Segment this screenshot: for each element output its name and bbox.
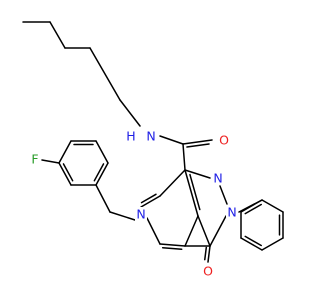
phenyl-bond-4 [240,237,263,251]
fused-bond [197,215,211,247]
fluorophenyl-bond-5 [95,140,109,164]
core-bond-6-inner [189,173,201,211]
atom-n-pyrazole-top: N [212,171,224,186]
fluorophenyl-bond-6 [95,162,109,186]
atom-o-carbonyl: O [202,264,214,279]
nitrogen-label-amide: N [146,129,155,144]
fluorophenyl-bond-2 [58,162,72,186]
amide-carbonyl-bond-inner [186,143,210,148]
fluorophenyl-bond-6-inner [93,163,105,182]
nitrogen-label-pyrazole-top: N [213,171,222,186]
propyl-nh-bond [119,99,141,127]
hydrogen-label-amide: H [126,129,135,144]
core-bond-5 [184,215,199,247]
pyrazole-n-c-bond [209,215,227,247]
fluorine-label: F [31,152,38,167]
fluorophenyl-bond-3 [58,140,72,164]
bond-layer [22,21,284,263]
nitrogen-label-pyrazole-phenyl: N [227,205,236,220]
benzyl-ch2-bond [109,211,136,221]
core-bond-4-inner [161,246,183,250]
phenyl-bond-6 [240,199,263,213]
core-bond-2-inner [140,193,157,204]
propyl-bond-4 [89,47,121,101]
ring-carbonyl-bond [207,245,211,263]
core-bond-3 [146,217,161,245]
atom-f: F [29,152,41,167]
ring-carbonyl-bond-inner [204,246,208,261]
phenyl-bond-4-inner [244,235,262,247]
fluorophenyl-bond-2-inner [62,163,74,182]
amide-carbonyl-bond [182,139,213,145]
phenyl-bond-6-inner [244,203,262,215]
benzyl-ring-bond [95,184,111,213]
core-bond-2 [140,195,161,208]
pyrazole-bond-top [184,169,211,179]
amide-n-c-bond [159,135,184,145]
molecule-structure: F N N N O O N H [22,21,284,279]
nitrogen-label-ring: N [136,207,145,222]
atom-n-pyrazole-phenyl: N [226,205,238,220]
core-bond-1 [159,169,186,197]
atom-nh-amide: N H [125,129,157,144]
atom-n-pyridone: N [135,207,147,222]
c-f-bond [41,159,60,164]
atom-o-amide: O [218,133,230,148]
core-bond-6 [184,169,199,217]
pyrazole-n-n-bond [219,185,228,205]
oxygen-label-amide: O [219,133,229,148]
oxygen-label-ring-carbonyl: O [203,264,213,279]
core-bond-4 [159,243,186,247]
phenyl-bond-3 [261,237,284,251]
amide-to-ring-bond [182,143,186,171]
propyl-bond-2 [49,21,66,49]
phenyl-bond-1 [261,199,284,213]
